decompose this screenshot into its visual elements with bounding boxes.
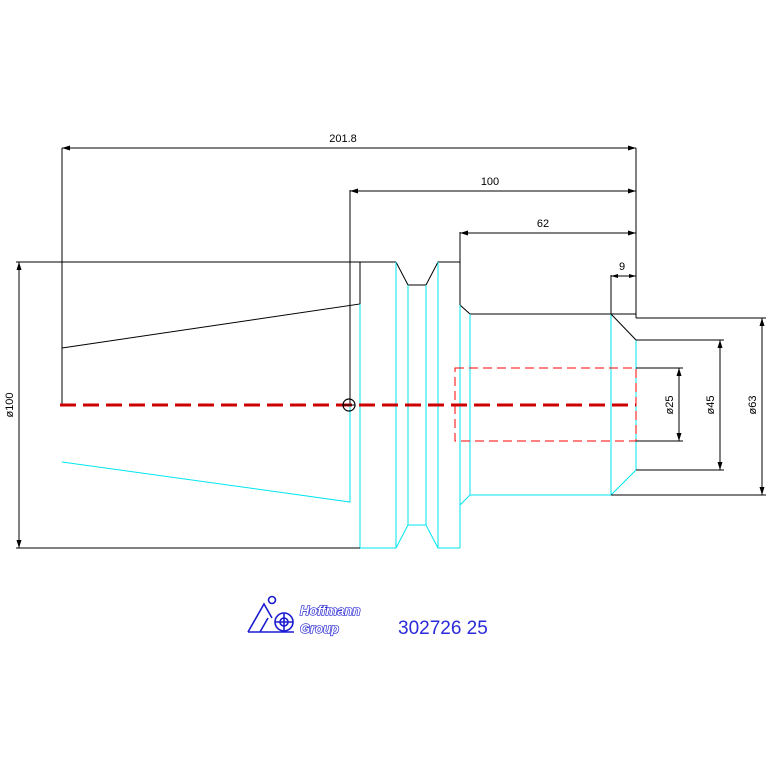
dim-label-dia-100: ø100: [4, 392, 16, 417]
logo-mark-icon: [247, 595, 294, 633]
dim-length-100: 100: [350, 176, 636, 194]
dim-length-62: 62: [460, 218, 636, 236]
dim-length-9: 9: [611, 261, 636, 278]
dim-label-9: 9: [619, 261, 625, 273]
dim-dia-63: ø63: [611, 317, 766, 496]
nose-chamfer: [610, 313, 637, 341]
dim-overall-length: 201.8: [62, 133, 636, 151]
part-outline-upper: [16, 148, 637, 405]
dim-label-dia-45: ø45: [705, 396, 717, 415]
logo-line-hoffmann: Hoffmann: [300, 603, 360, 618]
dim-label-dia-25: ø25: [664, 396, 676, 415]
dim-label-62: 62: [537, 218, 549, 230]
part-number: 302726 25: [398, 618, 488, 639]
hoffmann-group-logo: Hoffmann Group: [247, 595, 361, 637]
dim-dia-45: ø45: [636, 339, 724, 471]
dim-dia-25: ø25: [636, 367, 683, 442]
dim-dia-100: ø100: [4, 262, 360, 549]
dim-label-dia-63: ø63: [747, 396, 759, 415]
dim-label-100: 100: [481, 176, 499, 188]
dim-label-201-8: 201.8: [329, 133, 357, 145]
logo-line-group: Group: [300, 621, 339, 636]
